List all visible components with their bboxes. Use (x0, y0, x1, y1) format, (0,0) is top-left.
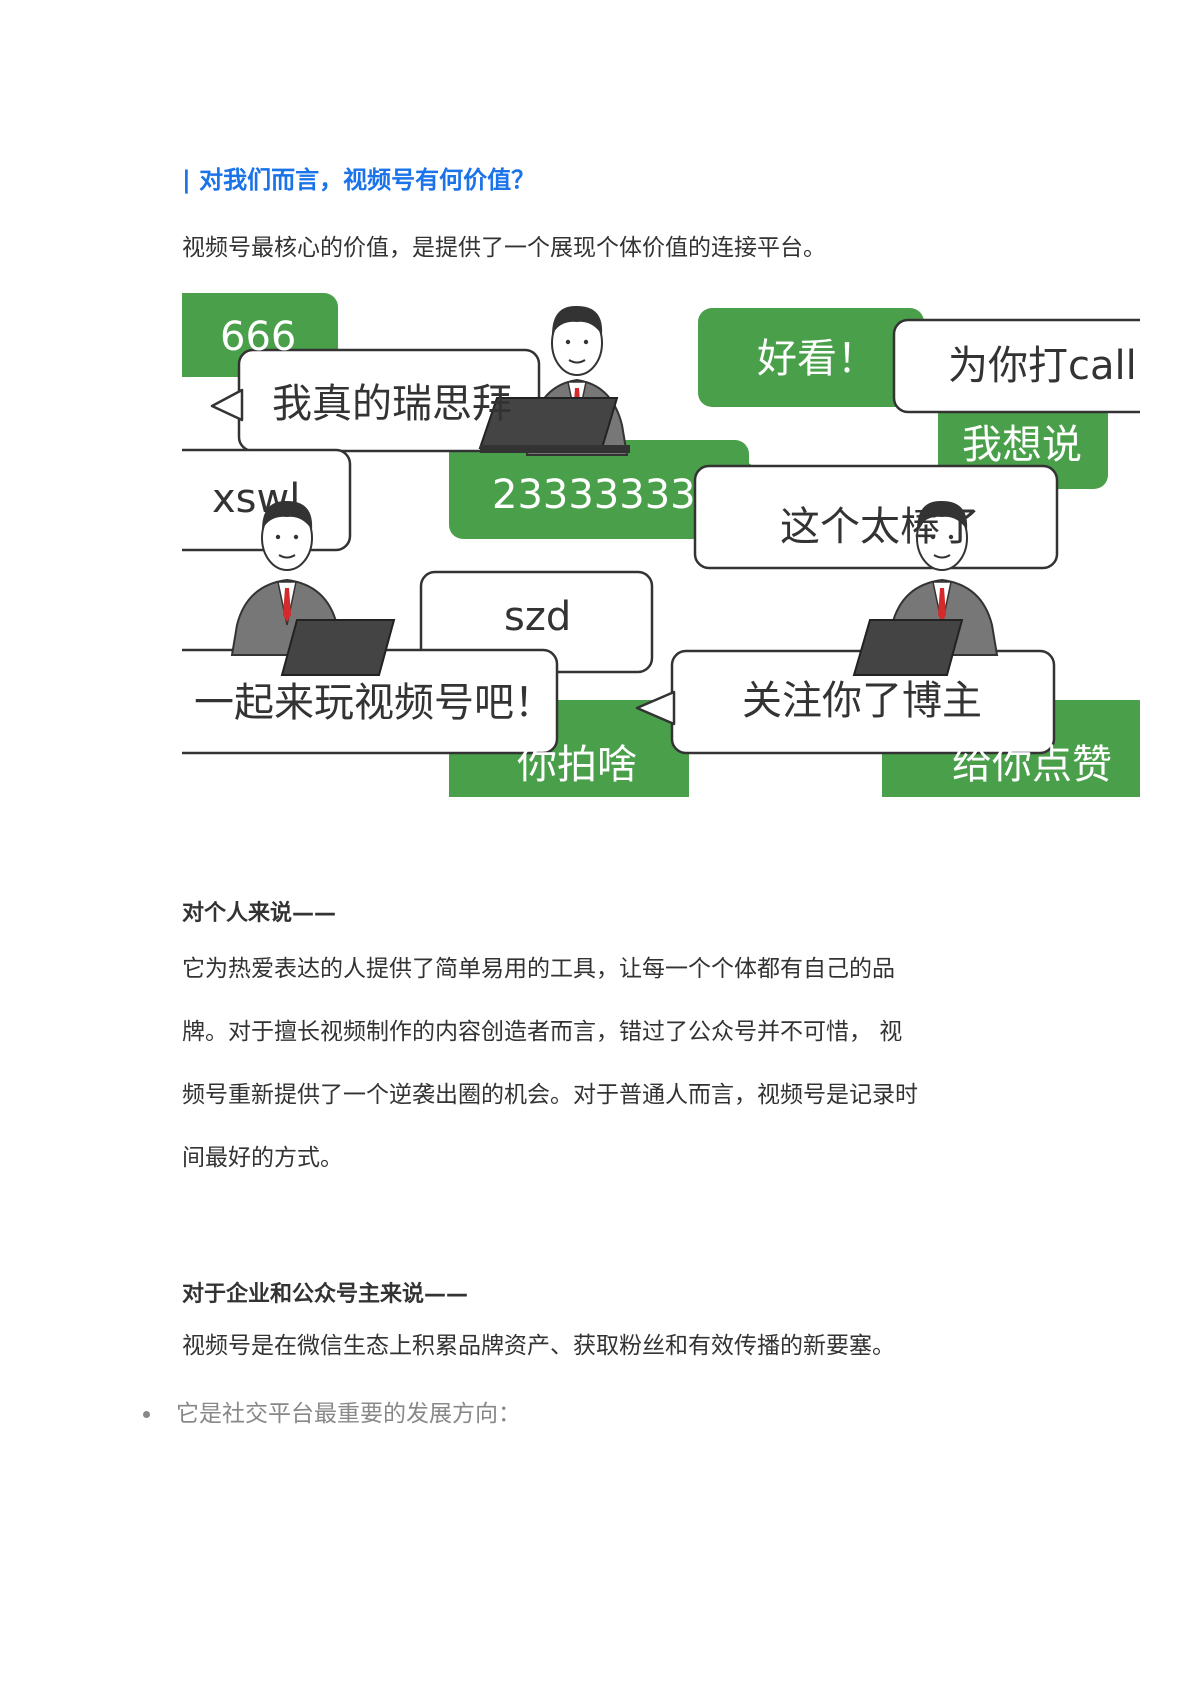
bullet-text: 它是社交平台最重要的发展方向： (176, 1401, 521, 1427)
bubble-dianzan: 给你点赞 (952, 742, 1112, 788)
section-body-enterprise: 视频号是在微信生态上积累品牌资产、获取粉丝和有效传播的新要塞。 (182, 1315, 1012, 1378)
bubble-yiqi: 一起来玩视频号吧！ (194, 680, 554, 726)
person-top (478, 305, 630, 456)
paragraph-line: 频号重新提供了一个逆袭出圈的机会。对于普通人而言，视频号是记录时 (182, 1082, 918, 1108)
section-title-personal: 对个人来说—— (182, 901, 337, 926)
bubble-haokan: 好看！ (757, 336, 877, 382)
bubble-xswl: xswl (212, 476, 300, 522)
bubble-call: 为你打call (948, 343, 1137, 389)
section-title-enterprise: 对于企业和公众号主来说—— (182, 1282, 469, 1307)
bubble-guanzhu: 关注你了博主 (742, 678, 982, 724)
bubble-ruisibai: 我真的瑞思拜 (272, 381, 512, 427)
paragraph-line: 它为热爱表达的人提供了简单易用的工具，让每一个个体都有自己的品 (182, 956, 895, 982)
bubble-paisha: 你拍啥 (517, 742, 637, 788)
paragraph-line: 视频号是在微信生态上积累品牌资产、获取粉丝和有效传播的新要塞。 (182, 1333, 895, 1359)
paragraph-line: 牌。对于擅长视频制作的内容创造者而言，错过了公众号并不可惜， 视 (182, 1019, 903, 1045)
bullet-item: 它是社交平台最重要的发展方向： (143, 1394, 521, 1428)
paragraph-line: 间最好的方式。 (182, 1145, 343, 1171)
bullet-dot (143, 1411, 150, 1418)
bubble-xiangshuo: 我想说 (962, 422, 1082, 468)
section-body-personal: 它为热爱表达的人提供了简单易用的工具，让每一个个体都有自己的品 牌。对于擅长视频… (182, 938, 1012, 1190)
bubble-szd: szd (504, 594, 571, 640)
bubble-taibang: 这个太棒了 (780, 504, 980, 550)
section-heading: | 对我们而言，视频号有何价值？ (182, 166, 536, 194)
white-bubble-shapes (182, 318, 1140, 755)
person-right (852, 500, 999, 676)
comment-bubbles-illustration: 666 我真的瑞思拜 好看！ 为你打call 我想说 xswl 23333333… (182, 290, 1140, 797)
bubble-number: 2333333333 (492, 472, 747, 518)
intro-text: 视频号最核心的价值，是提供了一个展现个体价值的连接平台。 (182, 235, 826, 261)
bubble-666: 666 (220, 314, 296, 360)
person-left (230, 500, 396, 676)
